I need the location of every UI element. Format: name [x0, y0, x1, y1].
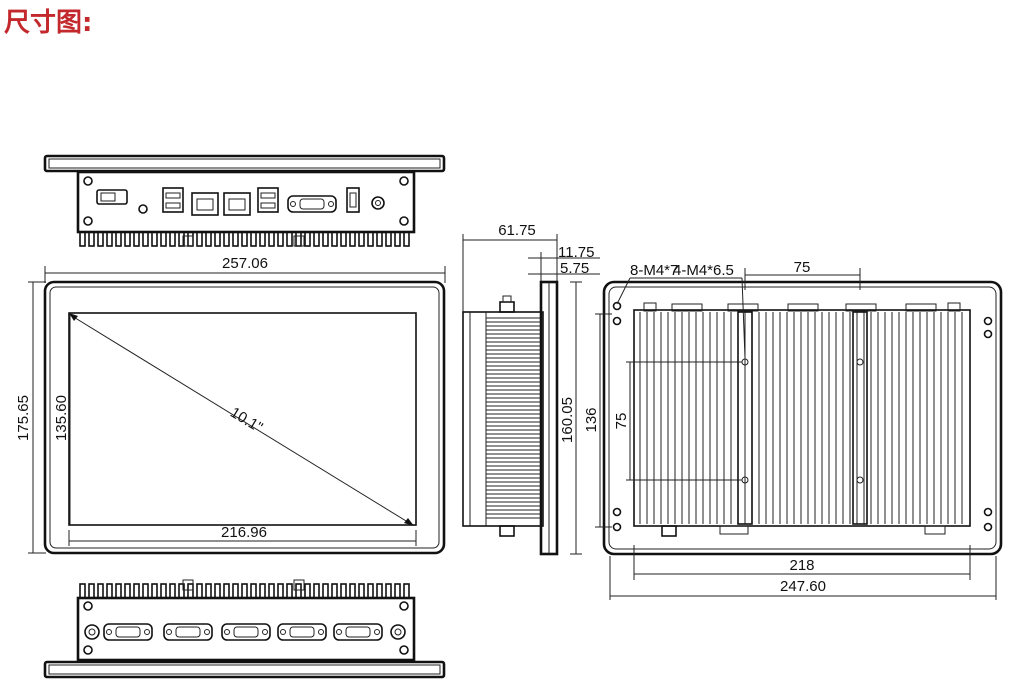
bottom-io-view	[43, 579, 446, 679]
dim-back-height: 136	[583, 407, 600, 432]
front-view: 257.06 175.65 10.1" 135.60 216.96	[15, 255, 446, 555]
dim-back-hole-a: 8-M4*7	[630, 262, 678, 279]
side-view: 61.75 11.75 5.75 160.05	[462, 222, 600, 556]
dim-side-depth: 61.75	[498, 222, 536, 239]
dim-front-width: 257.06	[222, 255, 268, 272]
dim-side-t1: 11.75	[558, 244, 594, 261]
dim-back-vesa-h: 75	[794, 259, 811, 276]
back-view: 8-M4*7 4-M4*6.5 75 75 136 218 247.60	[583, 259, 1003, 600]
dim-screen-width: 216.96	[221, 524, 267, 541]
dim-side-t2: 5.75	[560, 260, 589, 277]
dim-side-height: 160.05	[559, 397, 576, 443]
dim-front-height: 175.65	[15, 395, 32, 441]
dim-back-hole-b: 4-M4*6.5	[673, 262, 734, 279]
dim-back-outer-width: 247.60	[780, 578, 826, 595]
dim-back-vesa-v: 75	[613, 413, 630, 430]
dim-back-inner-width: 218	[789, 557, 814, 574]
page-title: 尺寸图:	[4, 8, 93, 38]
top-io-view	[43, 154, 446, 247]
dim-screen-height: 135.60	[53, 395, 70, 441]
